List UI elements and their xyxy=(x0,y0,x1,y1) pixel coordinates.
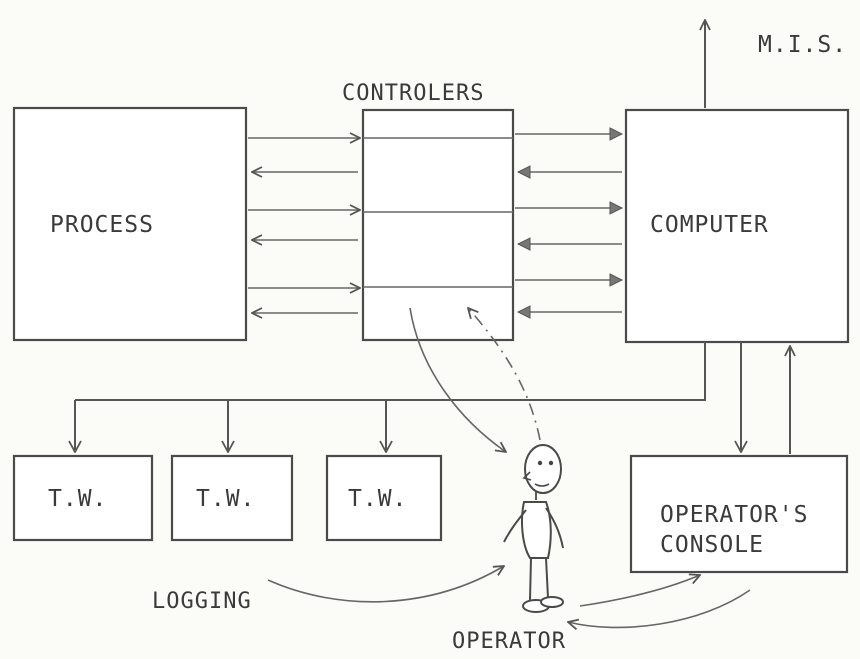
controllers-box xyxy=(363,110,513,340)
logging-label: LOGGING xyxy=(152,589,252,614)
console-label-line1: OPERATOR'S xyxy=(660,502,808,528)
console-to-operator-arrow xyxy=(568,590,750,627)
process-label: PROCESS xyxy=(50,212,154,238)
typewriter-label: T.W. xyxy=(348,486,407,512)
console-label-line2: CONSOLE xyxy=(660,532,764,558)
controllers-label: CONTROLERS xyxy=(342,81,484,106)
mis-label: M.I.S. xyxy=(758,32,847,58)
operator-label: OPERATOR xyxy=(452,629,566,654)
typewriter-bus-line xyxy=(75,342,705,400)
typewriter-label: T.W. xyxy=(48,486,107,512)
operator-figure xyxy=(504,445,563,612)
operator-to-console-arrow xyxy=(580,575,700,606)
logging-arrow xyxy=(268,566,504,602)
typewriter-label: T.W. xyxy=(196,486,255,512)
computer-label: COMPUTER xyxy=(650,212,769,238)
